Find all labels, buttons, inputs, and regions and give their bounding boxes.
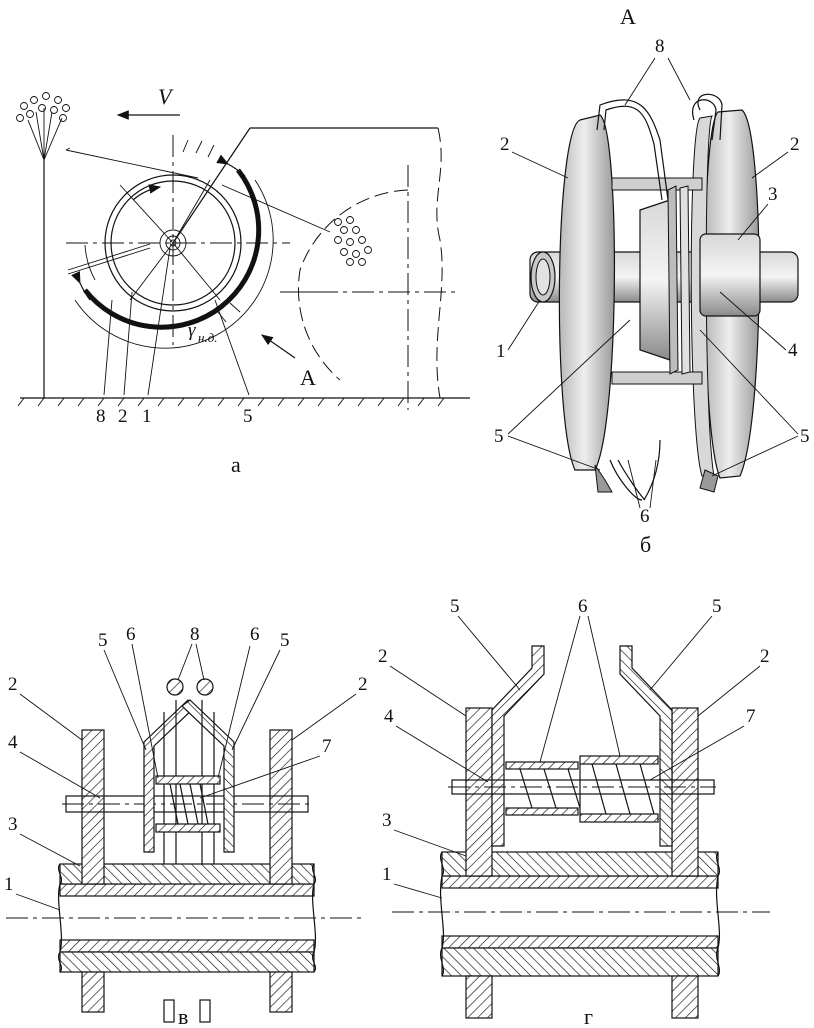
sleeve-top-v bbox=[155, 775, 221, 785]
label-1: 1 bbox=[142, 406, 152, 427]
disc-right-v-lower bbox=[269, 971, 293, 1013]
panel-g: 2 2 5 5 6 4 7 3 1 г bbox=[378, 596, 770, 1028]
caption-v: в bbox=[178, 1004, 188, 1028]
hub-3d bbox=[639, 199, 671, 361]
label-1-v: 1 bbox=[4, 874, 14, 895]
disc-side-view bbox=[65, 127, 438, 349]
label-1: 1 bbox=[496, 341, 506, 362]
hub-bottom bbox=[59, 951, 315, 973]
label-4: 4 bbox=[788, 340, 798, 361]
disc-left-v-lower bbox=[81, 971, 105, 1013]
bracket-left-v bbox=[143, 699, 197, 853]
machine-outline bbox=[280, 127, 455, 410]
sleeve-right-bottom-g bbox=[579, 813, 659, 823]
label-8-b: 8 bbox=[655, 36, 665, 57]
label-1-g: 1 bbox=[382, 864, 392, 885]
label-5-right-g: 5 bbox=[712, 596, 722, 617]
view-a-label: A bbox=[300, 365, 316, 390]
hub-bottom-g bbox=[441, 947, 719, 977]
sleeve-left-bottom-g bbox=[505, 807, 579, 816]
spring-v bbox=[169, 783, 209, 825]
bracket-right-v bbox=[181, 699, 235, 853]
label-6-g: 6 bbox=[578, 596, 588, 617]
shaft-wall-top-g bbox=[441, 875, 719, 889]
panel-b: A 8 2 2 3 bbox=[494, 4, 810, 557]
panel-a: V bbox=[16, 84, 470, 477]
ground-hatch bbox=[17, 397, 445, 407]
label-7-v: 7 bbox=[322, 736, 332, 757]
label-6-right-v: 6 bbox=[250, 624, 260, 645]
angle-label: γ bbox=[188, 320, 196, 341]
sleeve-bottom-v bbox=[155, 823, 221, 833]
velocity-label: V bbox=[158, 84, 174, 109]
shaft-wall-top bbox=[59, 883, 315, 897]
label-6-left-v: 6 bbox=[126, 624, 136, 645]
label-8: 8 bbox=[96, 406, 106, 427]
label-5: 5 bbox=[243, 406, 253, 427]
caption-b: б bbox=[640, 532, 651, 557]
label-5-right: 5 bbox=[800, 426, 810, 447]
label-2: 2 bbox=[118, 406, 128, 427]
disc-left-v bbox=[81, 729, 105, 885]
view-a-arrow bbox=[261, 334, 296, 359]
label-5-left-v: 5 bbox=[98, 630, 108, 651]
label-5-left-g: 5 bbox=[450, 596, 460, 617]
shaft-wall-bottom bbox=[59, 939, 315, 953]
label-2-left-v: 2 bbox=[8, 674, 18, 695]
shaft-wall-bottom-g bbox=[441, 935, 719, 949]
disc-right-g-lower bbox=[671, 975, 699, 1019]
angle-sub-label: н.д. bbox=[198, 330, 218, 345]
leader-2 bbox=[123, 291, 133, 396]
disc-right-v bbox=[269, 729, 293, 885]
label-5-left: 5 bbox=[494, 426, 504, 447]
sleeve-left-top-g bbox=[505, 761, 579, 770]
flower-cluster-icon bbox=[334, 216, 372, 266]
spring-g bbox=[519, 763, 655, 815]
label-2-right: 2 bbox=[790, 134, 800, 155]
label-6: 6 bbox=[640, 506, 650, 527]
disc-right-g bbox=[671, 707, 699, 877]
label-3-v: 3 bbox=[8, 814, 18, 835]
caption-g: г bbox=[584, 1004, 593, 1028]
bracket-left-g bbox=[491, 645, 545, 847]
label-7-g: 7 bbox=[746, 706, 756, 727]
label-2-right-v: 2 bbox=[358, 674, 368, 695]
label-5-right-v: 5 bbox=[280, 630, 290, 651]
plant-icon bbox=[16, 92, 70, 398]
leader-8 bbox=[103, 299, 113, 396]
label-2-left-g: 2 bbox=[378, 646, 388, 667]
label-3: 3 bbox=[768, 184, 778, 205]
disc-left-g bbox=[465, 707, 493, 877]
label-8-v: 8 bbox=[190, 624, 200, 645]
left-disc-3d bbox=[558, 114, 615, 471]
label-2-left: 2 bbox=[500, 134, 510, 155]
label-3-g: 3 bbox=[382, 810, 392, 831]
panel-v: 2 2 5 6 8 6 5 4 7 3 1 в bbox=[4, 624, 368, 1028]
leader-1 bbox=[147, 247, 171, 396]
view-a-title: A bbox=[620, 4, 636, 29]
label-4-v: 4 bbox=[8, 732, 18, 753]
label-4-g: 4 bbox=[384, 706, 394, 727]
leader-5 bbox=[214, 299, 250, 396]
bracket-right-g bbox=[619, 645, 673, 847]
label-2-right-g: 2 bbox=[760, 646, 770, 667]
sleeve-right-top-g bbox=[579, 755, 659, 765]
disc-left-g-lower bbox=[465, 975, 493, 1019]
caption-a: а bbox=[231, 452, 241, 477]
